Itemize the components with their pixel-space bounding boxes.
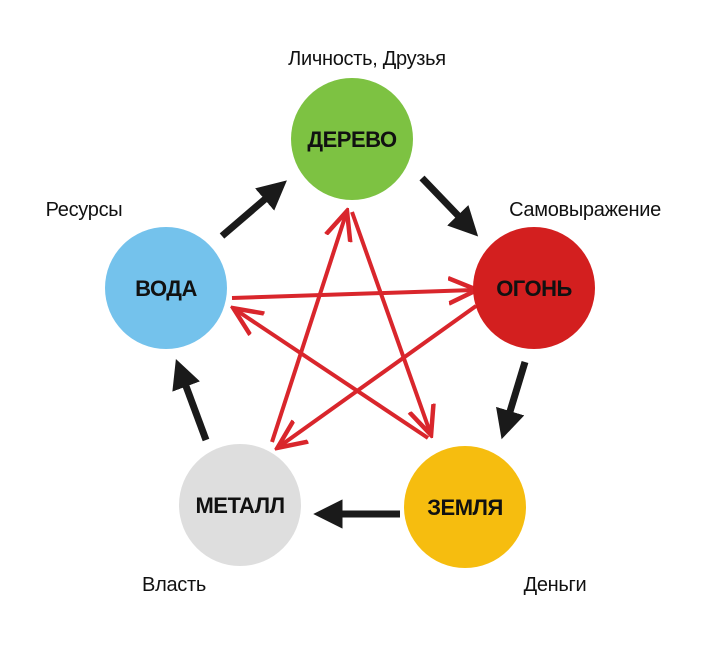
node-fire: ОГОНЬ	[473, 227, 595, 349]
arrow-metal-to-wood	[270, 214, 346, 443]
node-water: ВОДА	[105, 227, 227, 349]
node-wood: ДЕРЕВО	[291, 78, 413, 200]
caption-metal: Власть	[142, 574, 206, 596]
arrow-fire-to-earth	[496, 360, 529, 440]
arrow-fire-to-metal	[280, 304, 478, 446]
arrow-earth-to-water	[236, 310, 430, 440]
node-circle-earth	[404, 446, 526, 568]
arrow-water-to-wood	[219, 180, 287, 239]
node-circle-metal	[179, 444, 301, 566]
node-metal: МЕТАЛЛ	[179, 444, 301, 566]
node-label-water: ВОДА	[135, 276, 197, 301]
caption-water: Ресурсы	[46, 199, 123, 221]
node-circle-water	[105, 227, 227, 349]
node-label-metal: МЕТАЛЛ	[195, 493, 284, 518]
node-label-earth: ЗЕМЛЯ	[427, 495, 503, 520]
caption-earth: Деньги	[524, 574, 587, 596]
node-circle-wood	[291, 78, 413, 200]
controlling-cycle	[232, 212, 476, 446]
caption-fire: Самовыражение	[509, 199, 661, 221]
arrow-water-to-fire	[231, 290, 474, 298]
generating-cycle	[172, 175, 529, 529]
node-circle-fire	[473, 227, 595, 349]
node-label-fire: ОГОНЬ	[496, 276, 572, 301]
node-label-wood: ДЕРЕВО	[307, 127, 397, 152]
caption-wood: Личность, Друзья	[288, 48, 446, 70]
arrow-wood-to-earth	[350, 211, 430, 432]
arrow-wood-to-fire	[419, 175, 479, 237]
arrow-metal-to-water	[172, 358, 210, 442]
node-earth: ЗЕМЛЯ	[404, 446, 526, 568]
